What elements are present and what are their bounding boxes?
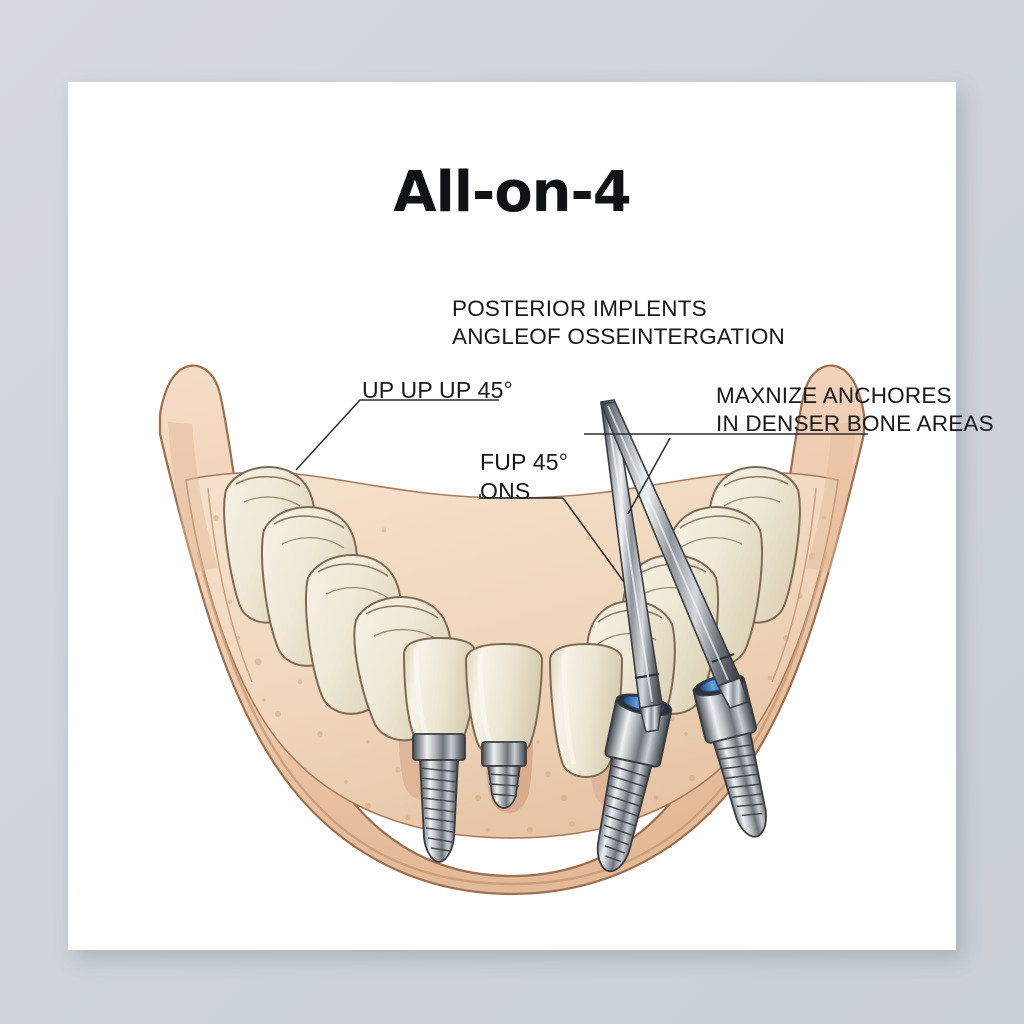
annotation-right-line1: MAXNIZE ANCHORES <box>716 383 952 408</box>
driver-tool-a-taper <box>639 703 663 733</box>
implant-straight-midleft <box>464 642 544 809</box>
tooth-right-1-fissure <box>723 496 781 507</box>
bone-inferior-rim <box>196 551 828 886</box>
screw-body-left <box>419 759 459 863</box>
leader-lines <box>295 399 868 583</box>
tooth-left-2-cusp <box>273 515 345 529</box>
driver-tool-b-band <box>711 652 735 664</box>
bone-alveolar-left-contour <box>207 487 253 683</box>
screw-threads-left <box>419 767 459 852</box>
crown-midleft <box>464 642 544 757</box>
leader-line-right-diagonal <box>627 437 671 515</box>
tooth-left-2-fissure <box>281 536 345 549</box>
tooth-left-4-fissure <box>373 628 439 641</box>
annotation-left-line1: UP UP UP 45° <box>362 377 513 403</box>
annotation-mid-line2: ONS <box>480 477 531 504</box>
annotation-maximize-anchorage: MAXNIZE ANCHORES IN DENSER BONE AREAS <box>716 382 994 439</box>
illustration-card: All-on-4 <box>68 82 994 950</box>
leader-line-middle-2 <box>562 497 625 583</box>
tooth-left-1-cusp <box>235 475 301 487</box>
dental-illustration <box>158 364 868 896</box>
left-molar-group <box>223 466 452 742</box>
tooth-left-1-fissure <box>243 496 301 507</box>
abutment-collar-midleft <box>481 741 527 767</box>
driver-tool-b-highlight <box>607 405 729 681</box>
annotation-up-45: UP UP UP 45° <box>362 376 513 405</box>
driver-tool-b-taper <box>716 677 749 709</box>
bone-ramus-right-shade <box>806 422 856 572</box>
leader-line-left <box>295 399 499 471</box>
implant-angled-b <box>692 673 767 838</box>
leader-line-middle <box>479 494 563 499</box>
annotation-posterior-implants: POSTERIOR IMPLENTS ANGLEOF OSSEINTERGATIO… <box>452 295 785 352</box>
implant-straight-left <box>402 636 478 863</box>
bone-ramus-left-shade <box>168 422 218 572</box>
page-title: All-on-4 <box>393 160 632 225</box>
crown-midleft-highlight <box>477 653 493 743</box>
tooth-right-2-cusp <box>679 515 751 529</box>
implant-angled-b-threads <box>715 743 763 817</box>
bone-alveolar-right-contour <box>771 487 817 683</box>
tooth-left-4-cusp <box>365 605 439 619</box>
tooth-right-1-cusp <box>723 475 789 487</box>
annotation-mid-line1: FUP 45° <box>480 449 569 475</box>
annotation-right-line2: IN DENSER BONE AREAS <box>716 411 994 437</box>
tooth-right-2-fissure <box>679 536 743 549</box>
crown-anterior-highlight <box>561 653 577 765</box>
driver-tool-a <box>600 399 663 733</box>
crown-left-highlight <box>413 647 429 735</box>
screw-stub-midleft <box>487 765 521 809</box>
driver-tool-b <box>599 401 749 709</box>
abutment-collar-left <box>412 733 466 761</box>
driver-tool-a-highlight <box>605 403 653 703</box>
tooth-left-3-cusp <box>317 563 389 577</box>
annotation-fup-45: FUP 45°ONS <box>480 448 568 506</box>
implant-angled-a-threads <box>603 764 650 863</box>
annotation-top-line1: POSTERIOR IMPLENTS <box>452 296 707 321</box>
screw-threads-midleft <box>487 773 521 797</box>
annotation-top-line2: ANGLEOF OSSEINTERGATION <box>452 324 785 350</box>
tooth-left-3-fissure <box>325 586 389 599</box>
